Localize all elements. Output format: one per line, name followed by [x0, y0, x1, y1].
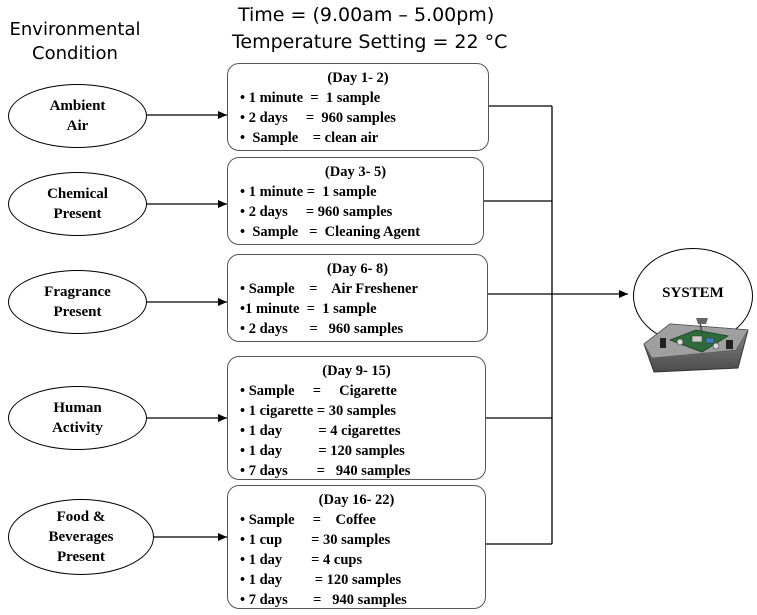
- condition-label-line: Present: [53, 304, 102, 320]
- condition-label-line: Air: [66, 118, 89, 134]
- condition-chemical-present: Chemical Present: [8, 172, 147, 236]
- time-label: Time = (9.00am – 5.00pm): [238, 4, 495, 26]
- schedule-box-day-16-22: (Day 16- 22) • Sample = Coffee • 1 cup =…: [227, 485, 486, 609]
- box-line: • Sample = Air Freshener: [240, 281, 418, 297]
- schedule-box-day-3-5: (Day 3- 5) • 1 minute = 1 sample • 2 day…: [227, 157, 484, 245]
- condition-label-line: Present: [56, 549, 106, 565]
- box-line: • Sample = Cleaning Agent: [240, 224, 421, 240]
- schedule-box-day-6-8: (Day 6- 8) • Sample = Air Freshener •1 m…: [227, 254, 488, 342]
- box-line: • 1 day = 120 samples: [240, 443, 405, 459]
- env-heading-line: Environmental: [9, 19, 141, 40]
- box-line: • 2 days = 960 samples: [240, 204, 393, 220]
- box-line: • 1 minute = 1 sample: [240, 184, 377, 200]
- schedule-box-day-1-2: (Day 1- 2) • 1 minute = 1 sample • 2 day…: [227, 63, 489, 151]
- box-line: • 2 days = 960 samples: [240, 110, 396, 126]
- box-line: • 1 day = 4 cups: [240, 552, 363, 568]
- condition-label-line: Fragrance: [44, 284, 111, 300]
- sensor-device-image: [643, 318, 749, 373]
- condition-label-line: Human: [53, 400, 102, 416]
- temperature-label: Temperature Setting = 22 °C: [232, 31, 508, 53]
- condition-label-line: Chemical: [47, 186, 108, 202]
- box-title: (Day 9- 15): [322, 363, 391, 379]
- box-line: • 1 day = 4 cigarettes: [240, 423, 401, 439]
- condition-fragrance-present: Fragrance Present: [8, 270, 147, 334]
- schedule-box-day-9-15: (Day 9- 15) • Sample = Cigarette • 1 cig…: [227, 356, 486, 480]
- box-line: • 1 cup = 30 samples: [240, 532, 391, 548]
- box-line: • Sample = Cigarette: [240, 383, 397, 399]
- condition-label-line: Ambient: [49, 98, 106, 114]
- box-line: • Sample = clean air: [240, 130, 379, 146]
- box-line: • 1 minute = 1 sample: [240, 90, 381, 106]
- env-heading-line: Condition: [32, 43, 118, 64]
- condition-label-line: Present: [53, 206, 102, 222]
- box-title: (Day 16- 22): [318, 492, 395, 508]
- environmental-condition-heading: Environmental Condition: [0, 18, 150, 66]
- box-line: • 7 days = 940 samples: [240, 463, 411, 479]
- box-line: • 1 day = 120 samples: [240, 572, 402, 588]
- box-line: • 1 cigarette = 30 samples: [240, 403, 397, 419]
- condition-food-beverages-present: Food & Beverages Present: [8, 499, 154, 575]
- box-title: (Day 1- 2): [327, 70, 389, 86]
- condition-ambient-air: Ambient Air: [8, 84, 147, 148]
- box-line: • 7 days = 940 samples: [240, 592, 407, 608]
- condition-label-line: Beverages: [48, 529, 114, 545]
- system-label: SYSTEM: [662, 285, 724, 301]
- condition-human-activity: Human Activity: [8, 386, 147, 450]
- condition-label-line: Activity: [52, 420, 103, 436]
- box-line: • 2 days = 960 samples: [240, 321, 404, 337]
- box-title: (Day 6- 8): [326, 261, 389, 277]
- box-title: (Day 3- 5): [324, 164, 387, 180]
- box-line: •1 minute = 1 sample: [240, 301, 377, 317]
- box-line: • Sample = Coffee: [240, 512, 376, 528]
- condition-label-line: Food &: [56, 509, 106, 525]
